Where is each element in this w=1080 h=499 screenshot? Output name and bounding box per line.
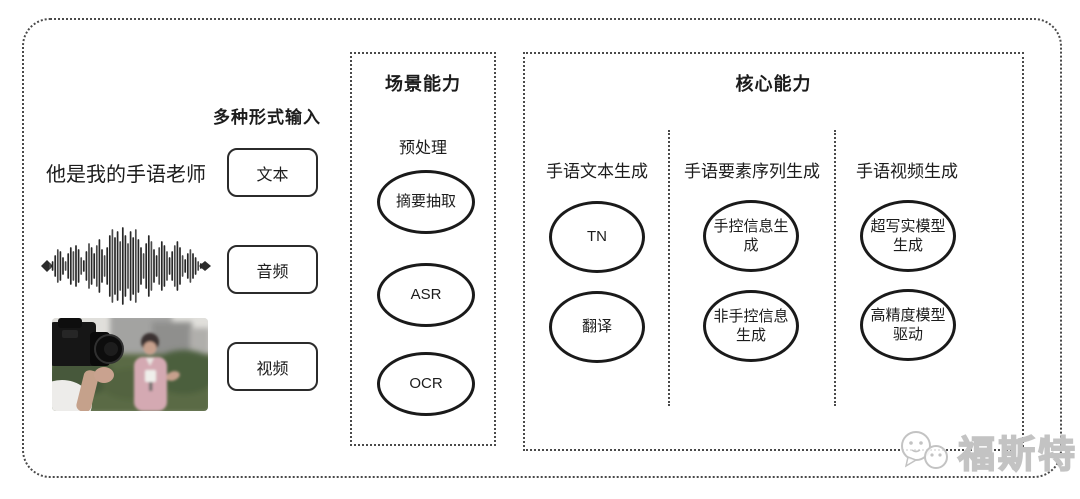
node-translation-label: 翻译	[581, 318, 612, 336]
node-summary-extraction-label: 摘要抽取	[395, 193, 456, 211]
node-translation: 翻译	[549, 291, 645, 363]
text-input-box: 文本	[227, 148, 318, 197]
node-manual-info-generation-label: 手控信息生成	[713, 217, 789, 255]
node-non-manual-info-generation: 非手控信息生成	[703, 290, 799, 362]
node-ocr-label: OCR	[409, 375, 443, 393]
column-divider-2	[834, 130, 836, 406]
scene-capability-panel: 场景能力 预处理 摘要抽取 ASR OCR	[350, 52, 496, 446]
audio-input-box-label: 音频	[256, 263, 289, 281]
scene-panel-title: 场景能力	[385, 74, 461, 94]
node-tn-label: TN	[587, 228, 607, 246]
node-asr-label: ASR	[410, 286, 442, 304]
input-section-label: 多种形式输入	[213, 108, 321, 127]
node-hyperrealistic-model-generation-label: 超写实模型生成	[870, 217, 946, 255]
node-asr: ASR	[377, 263, 475, 327]
core-panel-title: 核心能力	[735, 74, 812, 94]
node-manual-info-generation: 手控信息生成	[703, 200, 799, 272]
audio-waveform-icon	[40, 227, 212, 305]
node-hyperrealistic-model-generation: 超写实模型生成	[860, 200, 956, 272]
column-divider-1	[668, 130, 670, 406]
watermark: 福斯特	[896, 424, 1078, 478]
node-ocr: OCR	[377, 352, 475, 416]
core-capability-panel: 核心能力 手语文本生成 手语要素序列生成 手语视频生成 TN 翻译 手控信息生成…	[523, 52, 1024, 451]
video-thumbnail	[52, 318, 208, 411]
column-header-sign-video-generation: 手语视频生成	[856, 162, 958, 181]
watermark-text: 福斯特	[957, 433, 1078, 476]
video-input-box: 视频	[227, 342, 318, 391]
watermark-mascot-icon	[901, 431, 948, 469]
column-header-sign-text-generation: 手语文本生成	[546, 162, 648, 181]
audio-input-box: 音频	[227, 245, 318, 294]
node-high-precision-model-driving: 高精度模型驱动	[860, 289, 956, 361]
preprocess-label: 预处理	[398, 140, 447, 157]
node-tn: TN	[549, 201, 645, 273]
video-input-box-label: 视频	[256, 360, 289, 378]
node-non-manual-info-generation-label: 非手控信息生成	[713, 307, 789, 345]
sample-text-sentence: 他是我的手语老师	[46, 164, 206, 186]
column-header-sign-element-sequence-generation: 手语要素序列生成	[684, 162, 820, 181]
node-summary-extraction: 摘要抽取	[377, 170, 475, 234]
node-high-precision-model-driving-label: 高精度模型驱动	[870, 306, 946, 344]
text-input-box-label: 文本	[256, 166, 289, 184]
outer-dotted-frame	[22, 18, 1062, 478]
